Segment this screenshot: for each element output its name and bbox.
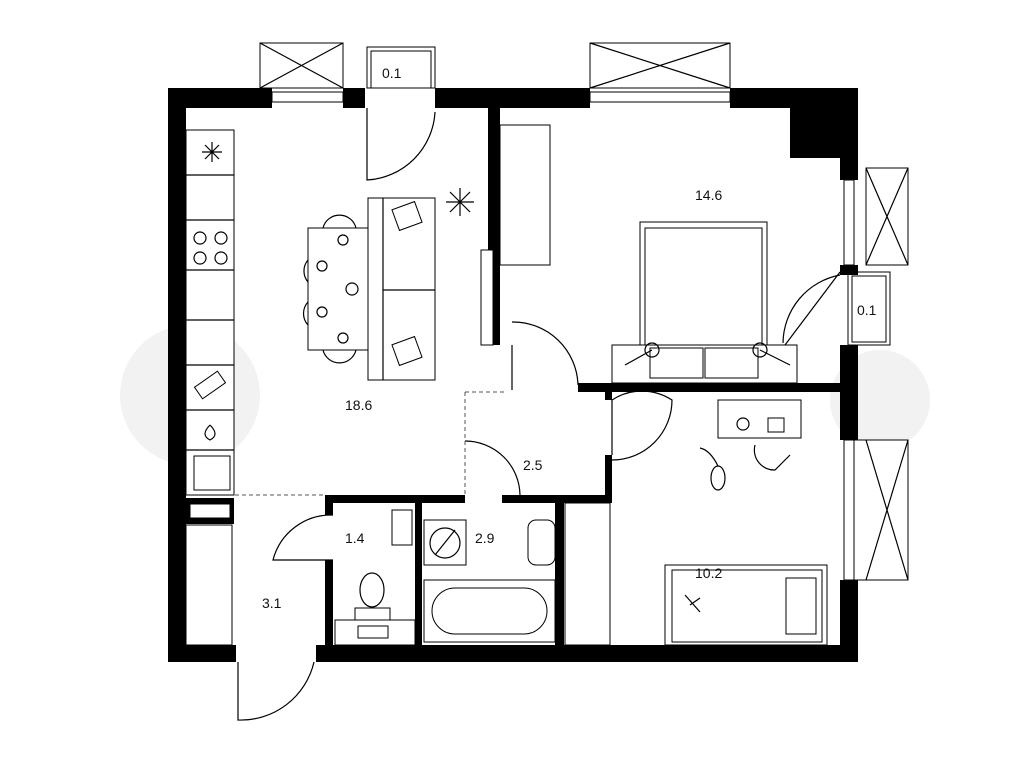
door-balcony-top (366, 108, 436, 181)
area-label-kitchen-living: 18.6 (345, 397, 372, 413)
cutting-board-icon (193, 370, 227, 400)
cat-icon (699, 447, 726, 491)
sink-icon (193, 455, 231, 491)
window-frames (189, 91, 855, 581)
area-label-bedroom: 14.6 (695, 187, 722, 203)
area-label-balcony-right: 0.1 (857, 302, 877, 318)
area-label-toilet: 1.4 (345, 530, 365, 546)
balconies (259, 42, 909, 581)
furniture (185, 124, 828, 646)
sofa (367, 197, 436, 381)
dining-table (302, 214, 369, 364)
closet (564, 502, 611, 646)
double-bed (611, 221, 798, 384)
single-bed (664, 564, 828, 646)
wardrobe (499, 124, 551, 266)
door-balcony-right (782, 271, 841, 346)
stove-icon (193, 231, 228, 265)
area-label-bathroom: 2.9 (475, 530, 495, 546)
washbasin (527, 519, 556, 566)
walls (168, 88, 858, 662)
door-child-room (611, 390, 673, 461)
watermark-logo (120, 325, 930, 465)
plant-icon (446, 188, 474, 216)
bathroom-fixtures (334, 509, 556, 646)
entrance-door (237, 661, 315, 721)
area-label-balcony-top: 0.1 (382, 65, 402, 81)
kitchen-counter (185, 129, 235, 496)
tv (480, 249, 494, 346)
area-label-child-room: 10.2 (695, 565, 722, 581)
hall-wardrobe (185, 524, 233, 646)
door-bathroom (464, 440, 521, 496)
area-labels: 18.6 14.6 10.2 2.5 3.1 1.4 2.9 0.1 0.1 (262, 65, 877, 611)
doors (237, 108, 841, 721)
desk (717, 399, 802, 471)
door-bedroom (511, 321, 579, 390)
sink-drop-icon (204, 424, 216, 441)
door-toilet (272, 514, 334, 561)
toy-icon (684, 594, 701, 613)
area-label-entrance-hall: 3.1 (262, 595, 282, 611)
fridge-snowflake-icon (202, 142, 222, 162)
area-label-hallway: 2.5 (523, 457, 543, 473)
